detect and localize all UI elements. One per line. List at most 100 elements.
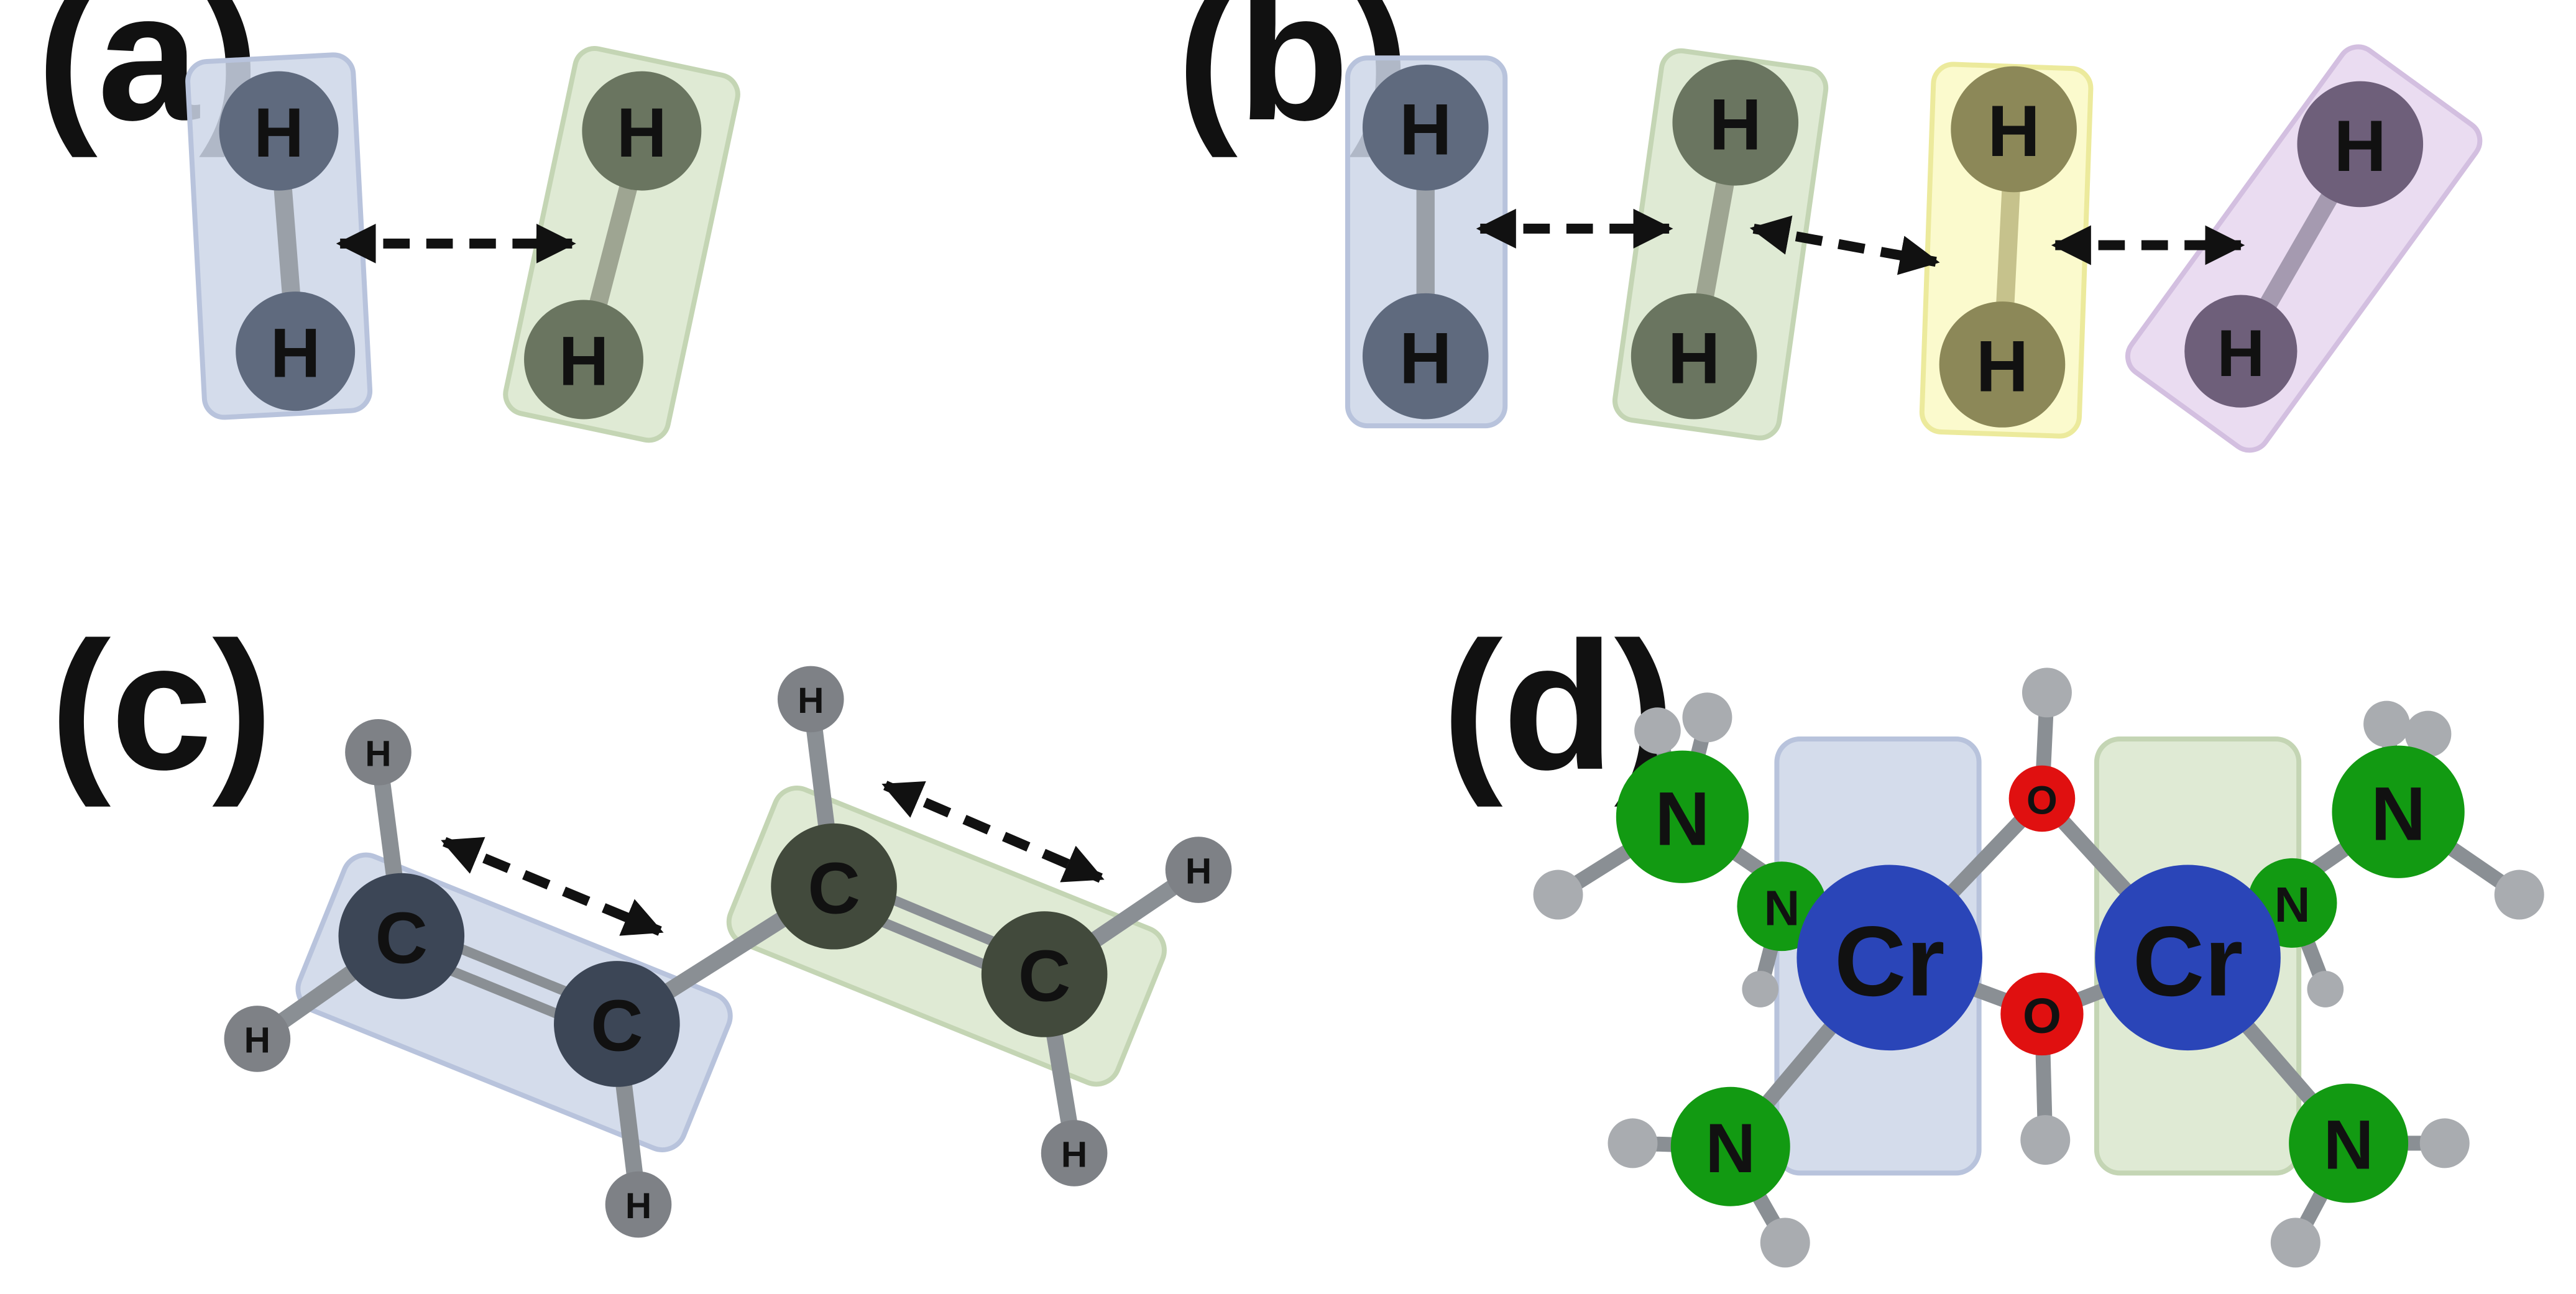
atom-b1-bottom: H [1362,293,1489,420]
hydrogen-sphere [1533,870,1583,920]
atom-d-cr1: Cr [1796,865,1982,1051]
atom-c-c4: C [981,911,1108,1037]
atom-sphere [2000,972,2084,1056]
atom-sphere [2184,295,2298,408]
atom-sphere [1041,1120,1108,1186]
svg-text:H: H [2217,316,2265,390]
svg-text:O: O [2026,778,2058,823]
atom-sphere [981,911,1108,1037]
atom-sphere [1616,750,1749,883]
hydrogen-sphere [1682,692,1732,743]
svg-text:Cr: Cr [2133,906,2243,1017]
hydrogens-d [1533,668,2544,1268]
atom-sphere [1165,837,1232,903]
svg-text:H: H [625,1186,651,1226]
atom-sphere [2332,745,2465,878]
atom-sphere [1672,59,1799,186]
hydrogen-sphere [2419,1118,2470,1168]
svg-text:C: C [1018,935,1071,1017]
svg-text:H: H [254,94,304,172]
svg-text:H: H [270,314,321,392]
atom-c-c3: C [771,823,897,950]
interaction-arrow-c1 [441,837,664,936]
svg-text:N: N [1764,880,1800,935]
atom-sphere [777,666,844,733]
atom-sphere [582,71,702,191]
svg-text:H: H [1185,851,1212,892]
atom-sphere [1362,64,1489,191]
interaction-arrow-b2 [1749,215,1940,275]
svg-text:C: C [807,847,860,929]
atom-c-h5: H [1165,837,1232,903]
svg-text:H: H [559,323,609,400]
svg-text:N: N [2275,877,2311,932]
atom-sphere [236,291,356,411]
atom-sphere [2095,865,2281,1051]
panel-d: (d) [1442,605,2544,1268]
svg-text:Cr: Cr [1834,906,1945,1017]
svg-text:H: H [798,681,824,721]
atom-c-h2: H [224,1006,291,1072]
panel-a: (a) H H H H [37,0,740,443]
atom-sphere [224,1006,291,1072]
svg-text:N: N [2371,771,2426,856]
atom-b2-top: H [1672,59,1799,186]
atom-c-h3: H [605,1171,672,1238]
atom-a1-bottom: H [236,291,356,411]
atom-sphere [219,71,339,191]
atom-b4-top: H [2297,81,2424,208]
atom-c-h4: H [777,666,844,733]
atom-c-c2: C [554,961,680,1087]
panel-b: (b) H H H H H H [1177,0,2483,453]
atom-sphere [1362,293,1489,420]
atom-sphere [554,961,680,1087]
atom-sphere [2289,1083,2409,1203]
hydrogen-sphere [1634,707,1681,754]
atom-sphere [1670,1086,1790,1206]
atom-b3-bottom: H [1939,301,2066,428]
svg-text:C: C [375,897,428,978]
atom-d-o2: O [2000,972,2084,1056]
svg-text:H: H [1987,90,2040,172]
hydrogen-sphere [1760,1218,1810,1268]
svg-text:H: H [1061,1135,1087,1175]
atom-b4-bottom: H [2184,295,2298,408]
atom-sphere [2297,81,2424,208]
atom-b1-top: H [1362,64,1489,191]
atom-a2-bottom: H [524,300,643,420]
atom-d-n3: N [1670,1086,1790,1206]
atom-d-n4: N [2332,745,2465,878]
hydrogen-sphere [2022,668,2072,718]
svg-text:N: N [1705,1109,1755,1187]
atom-sphere [524,300,643,420]
hydrogen-sphere [1742,971,1779,1007]
atom-sphere [345,718,412,786]
svg-text:N: N [2324,1106,2374,1184]
panel-c: (c) H H H H [50,605,1232,1238]
hydrogen-sphere [1608,1118,1658,1168]
svg-text:C: C [591,985,643,1067]
svg-text:H: H [244,1021,270,1061]
atom-b3-top: H [1951,66,2077,193]
atom-a1-top: H [219,71,339,191]
hydrogen-sphere [2020,1115,2071,1165]
atom-c-c1: C [338,873,465,999]
hydrogen-sphere [2270,1218,2321,1268]
svg-text:H: H [1399,317,1452,398]
atom-d-o1: O [2008,765,2076,832]
atom-sphere [2008,765,2076,832]
atom-sphere [338,873,465,999]
atom-sphere [771,823,897,950]
atom-d-n6: N [2289,1083,2409,1203]
hydrogen-sphere [2363,700,2410,748]
atom-b2-bottom: H [1631,293,1757,420]
atom-d-cr2: Cr [2095,865,2281,1051]
atom-a2-top: H [582,71,702,191]
hydrogen-sphere [2494,870,2544,920]
hydrogen-sphere [2404,710,2452,758]
svg-text:H: H [2334,105,2386,186]
svg-text:H: H [1709,83,1762,165]
svg-text:H: H [365,733,391,774]
atom-sphere [1796,865,1982,1051]
